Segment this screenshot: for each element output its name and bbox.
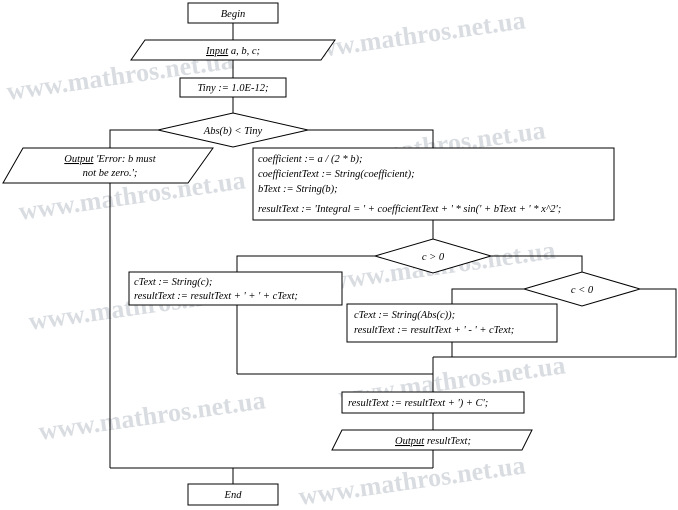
begin-node: Begin <box>187 2 279 24</box>
output-keyword: Output <box>395 436 425 447</box>
result-output-text: resultText; <box>424 436 471 447</box>
coefficient-line-4: resultText := 'Integral = ' + coefficien… <box>258 204 561 215</box>
input-shape <box>130 39 336 61</box>
tiny-node: Tiny := 1.0E-12; <box>179 77 287 98</box>
input-node: Input a, b, c; <box>130 39 336 61</box>
final-concat-node: resultText := resultText + ') + C'; <box>341 391 525 414</box>
output-keyword: Output <box>64 154 94 165</box>
c-positive-line-1: cText := String(c); <box>134 277 212 288</box>
watermark-text: www.mathros.net.ua <box>297 5 527 66</box>
c-positive-label: c > 0 <box>422 252 445 263</box>
c-positive-node: cText := String(c); resultText := result… <box>128 271 343 306</box>
tiny-label: Tiny := 1.0E-12; <box>198 83 269 94</box>
end-box <box>187 483 279 506</box>
connector <box>109 129 158 148</box>
coefficient-line-1: coefficient := a / (2 * b); <box>258 154 362 165</box>
c-negative-box <box>346 303 558 343</box>
final-concat-label: resultText := resultText + ') + C'; <box>348 398 488 409</box>
c-positive-box <box>128 271 343 306</box>
final-concat-box <box>341 391 525 414</box>
watermark-text: www.mathros.net.ua <box>37 385 267 446</box>
error-output-node: Output 'Error: b must not be zero.'; <box>2 147 214 184</box>
result-output-node: Output resultText; <box>331 429 533 451</box>
connector <box>452 288 677 358</box>
abs-condition-diamond <box>157 112 309 148</box>
error-text-1: 'Error: b must <box>93 154 156 165</box>
connector <box>491 255 583 272</box>
input-label: Input a, b, c; <box>205 46 260 57</box>
input-keyword: Input <box>205 46 229 57</box>
connector <box>236 255 375 272</box>
c-negative-condition-node: c < 0 <box>522 271 642 307</box>
c-negative-node: cText := String(Abs(c)); resultText := r… <box>346 303 558 343</box>
input-variables: a, b, c; <box>228 46 260 57</box>
begin-label: Begin <box>221 9 246 20</box>
coefficient-line-3: bText := String(b); <box>258 184 338 195</box>
watermark-text: www.mathros.net.ua <box>297 450 527 510</box>
end-label: End <box>224 490 243 501</box>
end-node: End <box>187 483 279 506</box>
abs-condition-node: Abs(b) < Tiny <box>157 112 309 148</box>
c-negative-line-2: resultText := resultText + ' - ' + cText… <box>354 325 514 336</box>
error-line-2: not be zero.'; <box>83 168 138 179</box>
tiny-box <box>179 77 287 98</box>
coefficient-line-2: coefficientText := String(coefficient); <box>258 169 415 180</box>
result-output-shape <box>331 429 533 451</box>
result-output-label: Output resultText; <box>395 436 471 447</box>
c-negative-diamond <box>522 271 642 307</box>
c-negative-line-1: cText := String(Abs(c)); <box>354 310 455 321</box>
connector <box>451 288 524 304</box>
c-positive-line-2: resultText := resultText + ' + ' + cText… <box>134 291 298 302</box>
c-positive-diamond <box>373 238 493 274</box>
error-output-shape <box>2 147 214 184</box>
error-line-1: Output 'Error: b must <box>64 154 156 165</box>
c-negative-label: c < 0 <box>571 285 594 296</box>
connector <box>308 129 434 148</box>
abs-condition-label: Abs(b) < Tiny <box>203 126 263 137</box>
c-positive-condition-node: c > 0 <box>373 238 493 274</box>
begin-box <box>187 2 279 24</box>
connector-lines <box>109 23 677 484</box>
coefficient-node: coefficient := a / (2 * b); coefficientT… <box>252 147 615 221</box>
coefficient-box <box>252 147 615 221</box>
